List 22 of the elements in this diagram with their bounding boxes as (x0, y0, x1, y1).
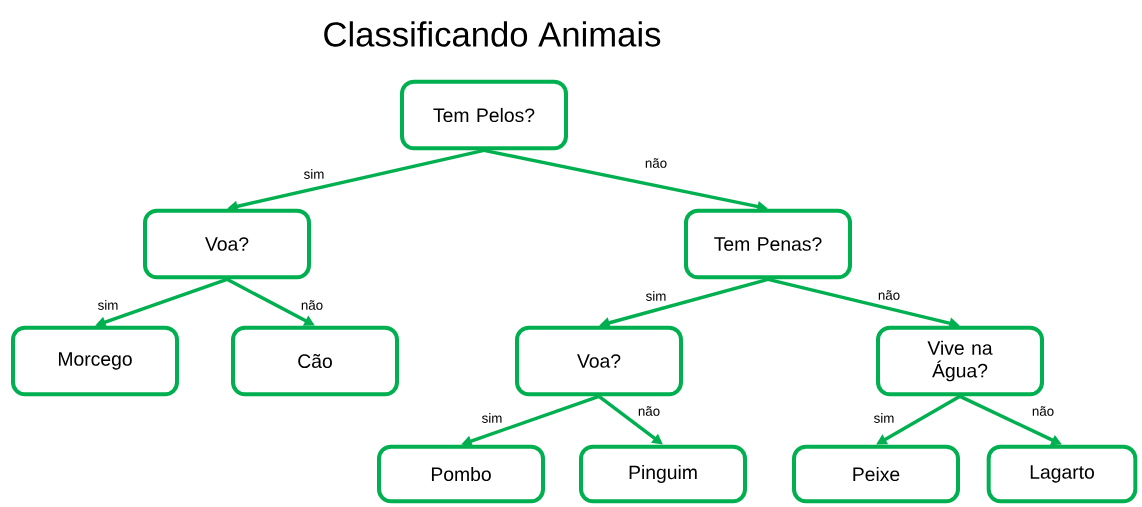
rounded-box: Tem Penas? (684, 208, 852, 280)
rounded-box: Tem Pelos? (400, 79, 568, 151)
edge-label: sim (302, 167, 326, 181)
edge-label: sim (644, 289, 668, 303)
rounded-box: Voa? (515, 325, 683, 397)
edge-label: não (1030, 404, 1056, 418)
rounded-box: Lagarto (986, 444, 1138, 504)
edge-label: não (299, 298, 325, 312)
edge-label: não (643, 156, 669, 170)
rounded-box: Pinguim (579, 444, 747, 504)
rounded-box: Vive na Água? (876, 325, 1044, 397)
edge-label: não (636, 404, 662, 418)
rounded-box: Peixe (792, 444, 960, 504)
title: Classificando Animais (324, 21, 661, 47)
edge-label: sim (480, 411, 504, 425)
edge-label: não (876, 288, 902, 302)
edge-label: sim (96, 298, 120, 312)
rounded-box: Cão (231, 325, 399, 397)
rounded-box: Morcego (11, 325, 179, 397)
rounded-box: Pombo (377, 444, 545, 504)
rounded-box: Voa? (143, 208, 311, 280)
edge-label: sim (872, 411, 896, 425)
